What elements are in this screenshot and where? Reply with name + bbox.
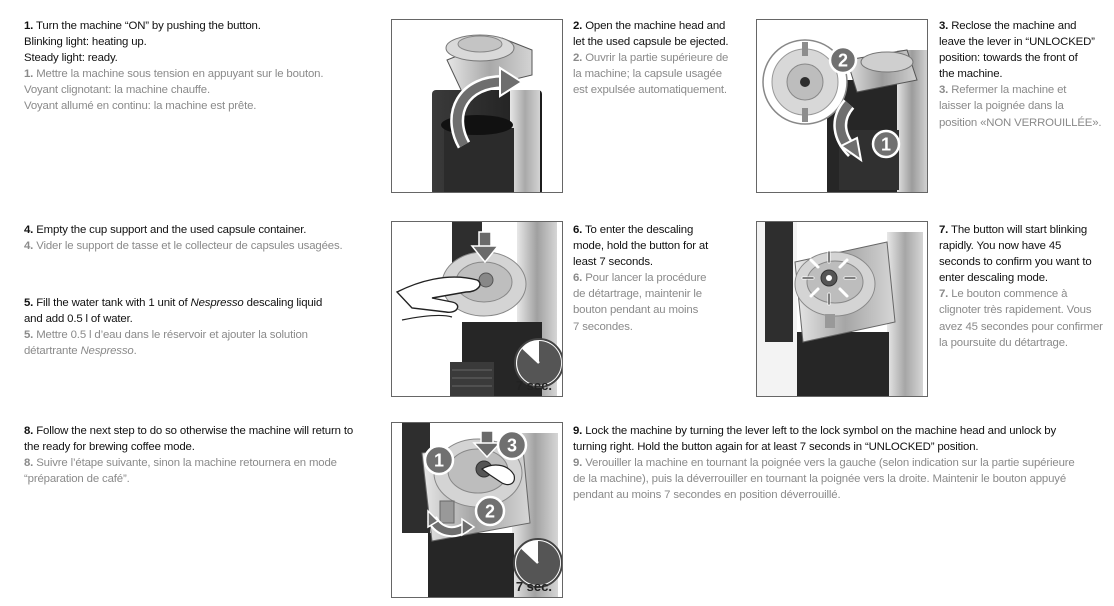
step-7-fr-line: clignoter très rapidement. Vous [939,304,1092,317]
step-2-en-line: let the used capsule be ejected. [573,36,729,49]
timer-label: 7 sec. [516,378,552,393]
step-9-fr-line: Verouiller la machine en tournant la poi… [585,457,1075,470]
step-3-text: 3. Reclose the machine and leave the lev… [939,18,1109,131]
step-8-en-line: Follow the next step to do so otherwise … [36,425,354,437]
step-3-number: 3. [939,20,949,32]
step-1-fr-number: 1. [24,68,34,81]
badge-step-3-label: 3 [507,436,517,456]
step-4-text: 4. Empty the cup support and the used ca… [24,222,379,254]
step-1-fr-line: Voyant clignotant: la machine chauffe. [24,84,210,97]
badge-step-3 [496,429,528,461]
step-7-fr-line: la poursuite du détartrage. [939,336,1068,349]
step-9-fr-line: de la machine), puis la déverrouiller en… [573,473,1067,486]
step-4-en-line: Empty the cup support and the used capsu… [36,224,307,236]
step-7-fr-number: 7. [939,288,949,301]
step-3-fr-line: Refermer la machine et [951,84,1067,97]
step-1-number: 1. [24,20,34,32]
step-4-number: 4. [24,224,34,236]
figure-hold-button: 7 sec. [391,221,563,397]
step-6-en-line: mode, hold the button for at [573,240,709,253]
brand-name: Nespresso [190,297,244,309]
step-3-en-line: the machine. [939,68,1003,81]
step-3-en-line: leave the lever in “UNLOCKED” [939,36,1095,49]
step-5-en-text: Fill the water tank with 1 unit of [36,297,191,309]
step-7-en-line: seconds to confirm you want to [939,256,1092,269]
badge-step-1-label: 1 [881,135,891,155]
step-5-en-text: descaling liquid [243,297,323,309]
step-2-number: 2. [573,20,583,32]
figure-blinking-button [756,221,928,397]
brand-name: Nespresso [80,345,134,358]
step-6-fr-line: bouton pendant au moins [573,304,699,317]
badge-step-1 [423,444,455,476]
step-3-fr-line: laisser la poignée dans la [939,100,1064,113]
step-8-en-line: the ready for brewing coffee mode. [24,441,195,454]
step-8-fr-line: “préparation de café”. [24,473,130,486]
step-9-en-line: turning right. Hold the button again for… [573,441,979,454]
step-6-fr-line: 7 secondes. [573,320,633,333]
step-6-fr-number: 6. [573,272,583,285]
step-2-fr-line: est expulsée automatiquement. [573,84,727,97]
step-3-en-line: position: towards the front of [939,52,1078,65]
badge-step-2-label: 2 [838,51,848,71]
step-2-fr-line: Ouvrir la partie supérieure de [585,52,729,65]
badge-step-1-label: 1 [434,451,444,471]
step-2-fr-line: la machine; la capsule usagée [573,68,722,81]
badge-step-2 [828,45,858,75]
step-5-fr-number: 5. [24,329,34,342]
step-3-en-line: Reclose the machine and [951,20,1077,32]
step-5-fr-line: Mettre 0.5 l d’eau dans le réservoir et … [36,329,308,342]
step-3-fr-line: position «NON VERROUILLÉE». [939,116,1102,129]
step-2-text: 2. Open the machine head and let the use… [573,18,743,98]
step-3-fr-number: 3. [939,84,949,97]
step-6-fr-line: Pour lancer la procédure [585,272,707,285]
step-8-text: 8. Follow the next step to do so otherwi… [24,423,389,487]
step-7-number: 7. [939,224,949,236]
timer-label: 7 sec. [516,579,552,594]
figure-open-machine-head [391,19,563,193]
step-1-en-line: Steady light: ready. [24,52,118,65]
step-1-en-line: Turn the machine “ON” by pushing the but… [36,20,261,32]
step-9-en-line: Lock the machine by turning the lever le… [585,425,1056,437]
step-5-fr-text: . [133,345,137,358]
step-4-fr-number: 4. [24,240,34,253]
step-6-en-line: least 7 seconds. [573,256,653,269]
step-7-en-line: rapidly. You now have 45 [939,240,1062,253]
step-6-number: 6. [573,224,583,236]
step-8-number: 8. [24,425,34,437]
badge-step-1 [871,129,901,159]
step-1-en-line: Blinking light: heating up. [24,36,147,49]
step-9-fr-line: pendant au moins 7 secondes en position … [573,489,841,502]
step-7-fr-line: avez 45 secondes pour confirmer [939,320,1103,333]
figure-reclose-machine: 2 1 [756,19,928,193]
step-4-fr-line: Vider le support de tasse et le collecte… [36,240,343,253]
step-6-en-line: To enter the descaling [585,224,694,236]
step-8-fr-line: Suivre l’étape suivante, sinon la machin… [36,457,337,470]
step-5-number: 5. [24,297,34,309]
step-1-fr-line: Voyant allumé en continu: la machine est… [24,100,257,113]
step-1-fr-line: Mettre la machine sous tension en appuya… [36,68,324,81]
badge-step-2 [474,495,506,527]
step-8-fr-number: 8. [24,457,34,470]
step-9-number: 9. [573,425,583,437]
step-6-fr-line: de détartrage, maintenir le [573,288,702,301]
step-7-fr-line: Le bouton commence à [951,288,1068,301]
step-9-fr-number: 9. [573,457,583,470]
step-1-text: 1. Turn the machine “ON” by pushing the … [24,18,374,115]
step-5-en-line: and add 0.5 l of water. [24,313,133,326]
step-9-text: 9. Lock the machine by turning the lever… [573,423,1109,503]
step-7-text: 7. The button will start blinking rapidl… [939,222,1111,351]
step-2-en-line: Open the machine head and [585,20,726,32]
step-2-fr-number: 2. [573,52,583,65]
badge-step-2-label: 2 [485,502,495,522]
step-5-text: 5. Fill the water tank with 1 unit of Ne… [24,295,379,359]
figure-lock-unlock: 1 3 2 7 sec. [391,422,563,598]
step-6-text: 6. To enter the descaling mode, hold the… [573,222,743,335]
step-5-fr-text: détartrante [24,345,81,358]
step-7-en-line: enter descaling mode. [939,272,1048,285]
step-7-en-line: The button will start blinking [951,224,1088,236]
